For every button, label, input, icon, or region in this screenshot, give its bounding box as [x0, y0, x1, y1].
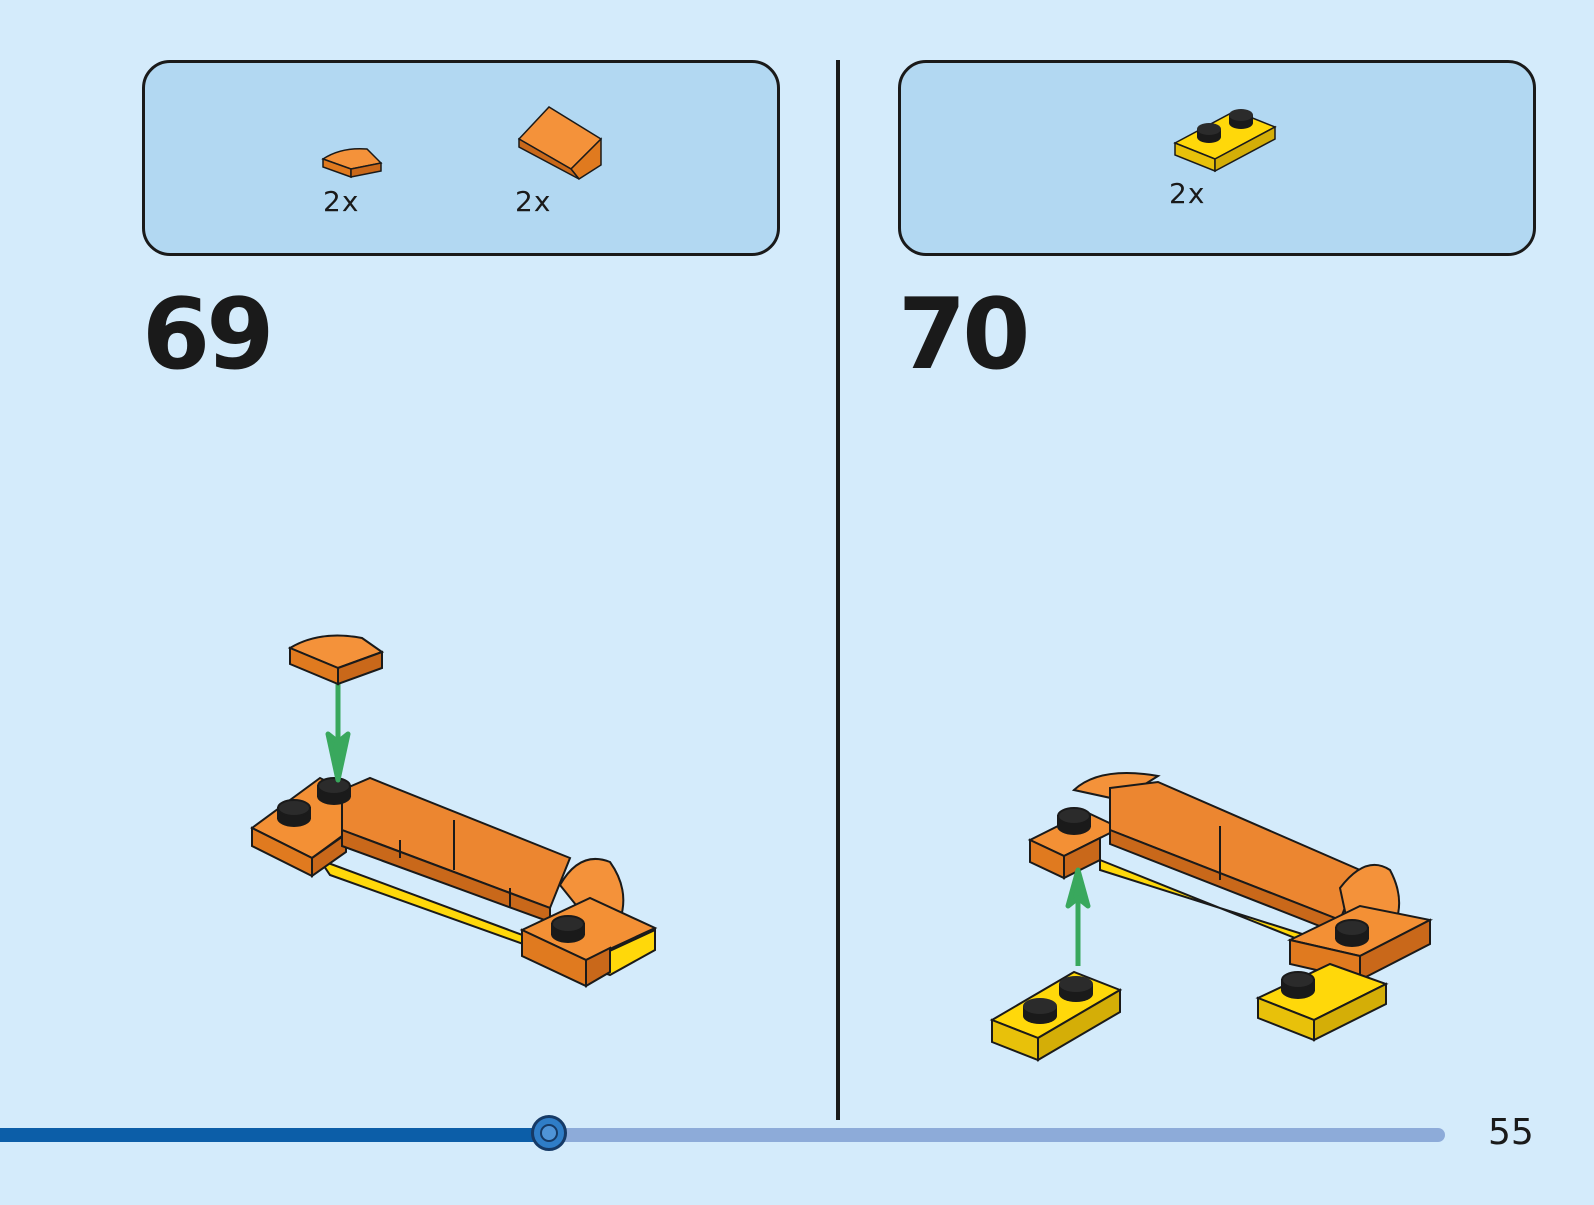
green-arrow-down [325, 682, 351, 783]
column-divider [836, 60, 840, 1120]
step-69-parts-box: 2x 2x [142, 60, 780, 256]
page-number: 55 [1488, 1112, 1534, 1153]
step-number: 69 [142, 278, 274, 392]
progress-fill [0, 1128, 550, 1142]
orange-quarter-round-tile-icon [321, 147, 383, 179]
step-number: 70 [898, 278, 1030, 392]
orange-curved-slope-icon [517, 106, 603, 180]
yellow-1x2-plate-icon [1173, 109, 1277, 173]
orange-quarter-round-tile [287, 634, 385, 686]
part-qty: 2x [323, 185, 360, 218]
progress-knob [531, 1115, 568, 1151]
part-qty: 2x [515, 185, 552, 218]
stud [1057, 807, 1369, 999]
orange-long-slope [341, 776, 572, 910]
step-69-build-illustration [250, 634, 658, 988]
step-70-build-illustration [989, 772, 1434, 1062]
yellow-1x2-plate [989, 970, 1123, 1062]
stud [277, 777, 585, 943]
progress-track [0, 1115, 1445, 1151]
step-70-parts-box: 2x [898, 60, 1536, 256]
green-arrow-up [1065, 867, 1091, 966]
part-qty: 2x [1169, 177, 1206, 210]
